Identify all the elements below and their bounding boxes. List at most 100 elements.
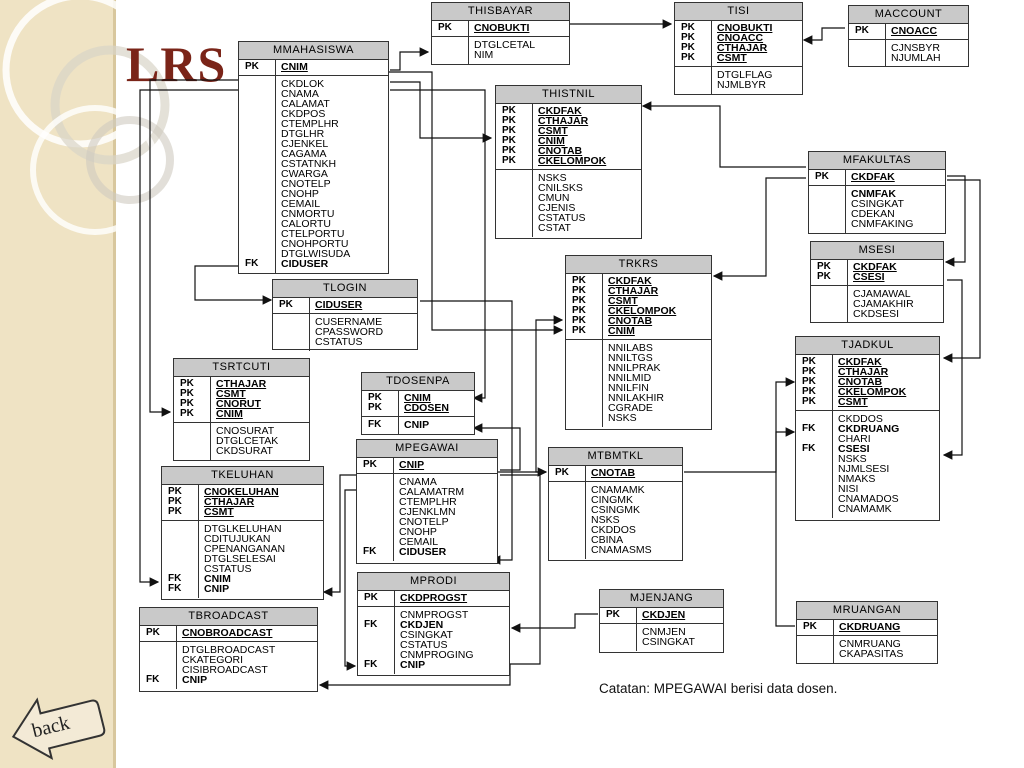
field-row: NSKS [796,454,939,465]
field-name: CJAMAWAL [853,288,911,300]
field-row: CSTATUS [496,213,641,224]
field-row: CJAMAKHIR [811,299,943,310]
field-name: CEMAIL [281,198,321,210]
field-row: PK CKDFAK [796,356,939,368]
field-name: NNILTGS [608,352,653,364]
key-marker [162,544,198,554]
key-marker: PK [572,275,586,286]
decorative-circles [2,0,174,235]
field-row: CNMPROGST [358,610,509,621]
key-marker [496,183,532,193]
field-name: CNOACC [891,25,938,37]
field-name: CNORUT [216,398,261,410]
key-marker: PK [368,402,382,413]
field-name: DTGLCETAK [216,435,279,447]
field-name: CNMORTU [281,208,335,220]
field-name: CKDFAK [851,171,895,183]
entity-title: MFAKULTAS [809,152,945,170]
field-row: NNILFIN [566,383,711,394]
key-marker [239,139,275,149]
field-name: CNOTELP [281,178,331,190]
key-marker [496,223,532,233]
entity-title: MTBMTKL [549,448,682,466]
field-row: CISIBROADCAST [140,665,317,676]
field-name: CNOTAB [538,145,583,157]
field-row: CNAMAMK [796,504,939,515]
field-row: DTGLKELUHAN [162,524,323,535]
back-button[interactable] [6,690,106,760]
field-name: DTGLWISUDA [281,248,351,260]
field-name: CSTATNKH [281,158,337,170]
field-row: CALAMATRM [357,486,497,498]
key-marker: PK [802,366,816,377]
field-name: CINGMK [591,494,633,506]
field-name: CKDFAK [838,356,882,368]
field-name: CKDFAK [853,261,897,273]
field-name: CTHAJAR [838,366,889,378]
field-name: CALAMATRM [399,486,465,498]
rel-mpegawai-tdosenpa [472,423,521,471]
field-row: CJENKEL [239,139,388,150]
field-name: CNIP [182,674,208,686]
field-row: CNAMAMK [549,484,682,496]
field-name: CKATEGORI [182,654,244,666]
key-marker [239,239,275,249]
field-name: CPENANGANAN [204,543,286,555]
field-name: CTELPORTU [281,228,345,240]
key-marker: FK [168,583,182,594]
field-row: CSTATUS [358,640,509,651]
field-name: CSESI [838,443,870,455]
field-name: CNOHP [281,188,319,200]
key-marker [273,317,309,327]
field-name: NNILPRAK [608,362,661,374]
key-marker [566,393,602,403]
field-name: CNOBUKTI [474,22,530,34]
key-marker [796,504,832,514]
field-row: DTGLWISUDA [239,248,388,260]
rel-mpegawai-tkeluhan [322,474,356,597]
field-row: CKDSESI [811,309,943,320]
field-name: CNAMAMK [591,484,645,496]
field-name: CSMT [838,396,868,408]
key-marker: PK [802,356,816,367]
field-row: CNAMASMS [549,545,682,556]
key-marker: PK [572,305,586,316]
field-name: DTGLBROADCAST [182,644,276,656]
field-row: CPENANGANAN [162,543,323,555]
key-marker: PK [180,388,194,399]
entity-title: TRKRS [566,256,711,274]
field-name: CALORTU [281,218,331,230]
field-name: NJMLSESI [838,463,890,475]
key-marker [239,159,275,169]
key-marker [140,645,176,655]
field-row: CSTATUS [162,564,323,575]
field-row: CINGMK [549,494,682,506]
field-row: NJMLBYR [675,80,802,91]
key-marker: PK [180,398,194,409]
field-name: NNILABS [608,342,653,354]
key-marker [811,289,847,299]
entity-title: TJADKUL [796,337,939,355]
rel-maccount-tisi [802,27,845,45]
field-name: CNIP [404,419,430,431]
